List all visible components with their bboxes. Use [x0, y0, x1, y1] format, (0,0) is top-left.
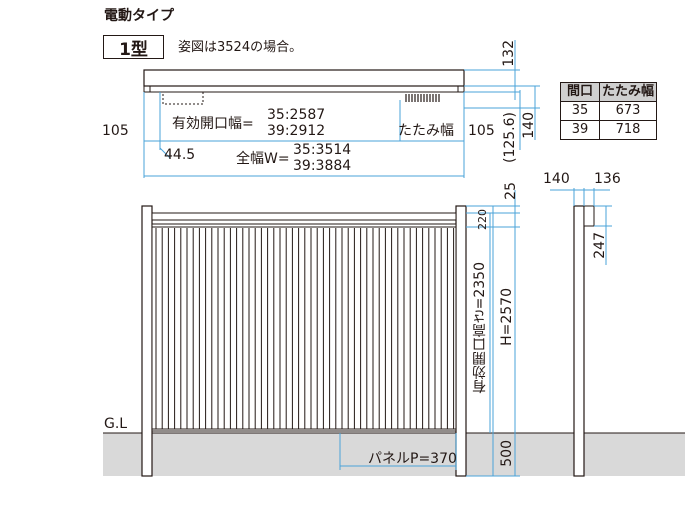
plan-rail [143, 69, 465, 87]
panel-pitch-label: パネルP=370 [368, 451, 457, 467]
dim-125-6: (125.6) [502, 112, 518, 164]
ground [103, 433, 685, 476]
right-post [455, 205, 467, 477]
plan-view [143, 40, 540, 178]
side-view [550, 188, 612, 477]
spec-cell: 673 [599, 101, 657, 121]
dim-25: 25 [503, 182, 519, 200]
opening-width-39: 39:2912 [267, 123, 326, 139]
spec-cell: 718 [599, 120, 657, 140]
folding-width-label: たたみ幅 [398, 123, 454, 139]
page-title: 電動タイプ [104, 8, 174, 24]
dim-140: 140 [521, 112, 537, 139]
type-badge: 1型 [103, 35, 164, 60]
side-bracket [583, 205, 595, 227]
left-post [141, 205, 153, 477]
panel-slats [155, 228, 455, 429]
total-width-label: 全幅W= [236, 151, 290, 167]
spec-header-width: 間口 [560, 82, 600, 102]
side-dim-247: 247 [592, 232, 608, 259]
height-label: H=2570 [499, 288, 515, 346]
plan-rail-lower [143, 85, 465, 93]
spec-cell: 35 [560, 101, 600, 121]
dim-220: 220 [476, 209, 489, 230]
folded-panels [405, 94, 440, 102]
front-elevation [103, 190, 685, 477]
dim-132: 132 [501, 40, 517, 67]
spec-table: 間口 たたみ幅 35 673 39 718 [560, 82, 657, 140]
dim-500: 500 [499, 440, 515, 467]
total-width-39: 39:3884 [293, 158, 352, 174]
dim-44-5: 44.5 [164, 147, 196, 163]
side-dim-140: 140 [543, 171, 570, 187]
opening-width-35: 35:2587 [267, 107, 326, 123]
dim-105-right: 105 [468, 123, 495, 139]
opening-width-label: 有効開口幅= [172, 116, 254, 132]
note-text: 姿図は3524の場合。 [178, 40, 303, 55]
panel-area [151, 223, 457, 432]
top-rail [151, 212, 457, 221]
side-post [573, 205, 585, 477]
opening-height-label: 有効開口高さ=2350 [472, 262, 488, 394]
gl-label: G.L [104, 416, 128, 432]
side-dim-136: 136 [594, 171, 621, 187]
dim-105-left: 105 [102, 123, 129, 139]
spec-cell: 39 [560, 120, 600, 140]
spec-header-folding: たたみ幅 [599, 82, 657, 102]
total-width-35: 35:3514 [293, 142, 352, 158]
motor-box [162, 91, 204, 105]
